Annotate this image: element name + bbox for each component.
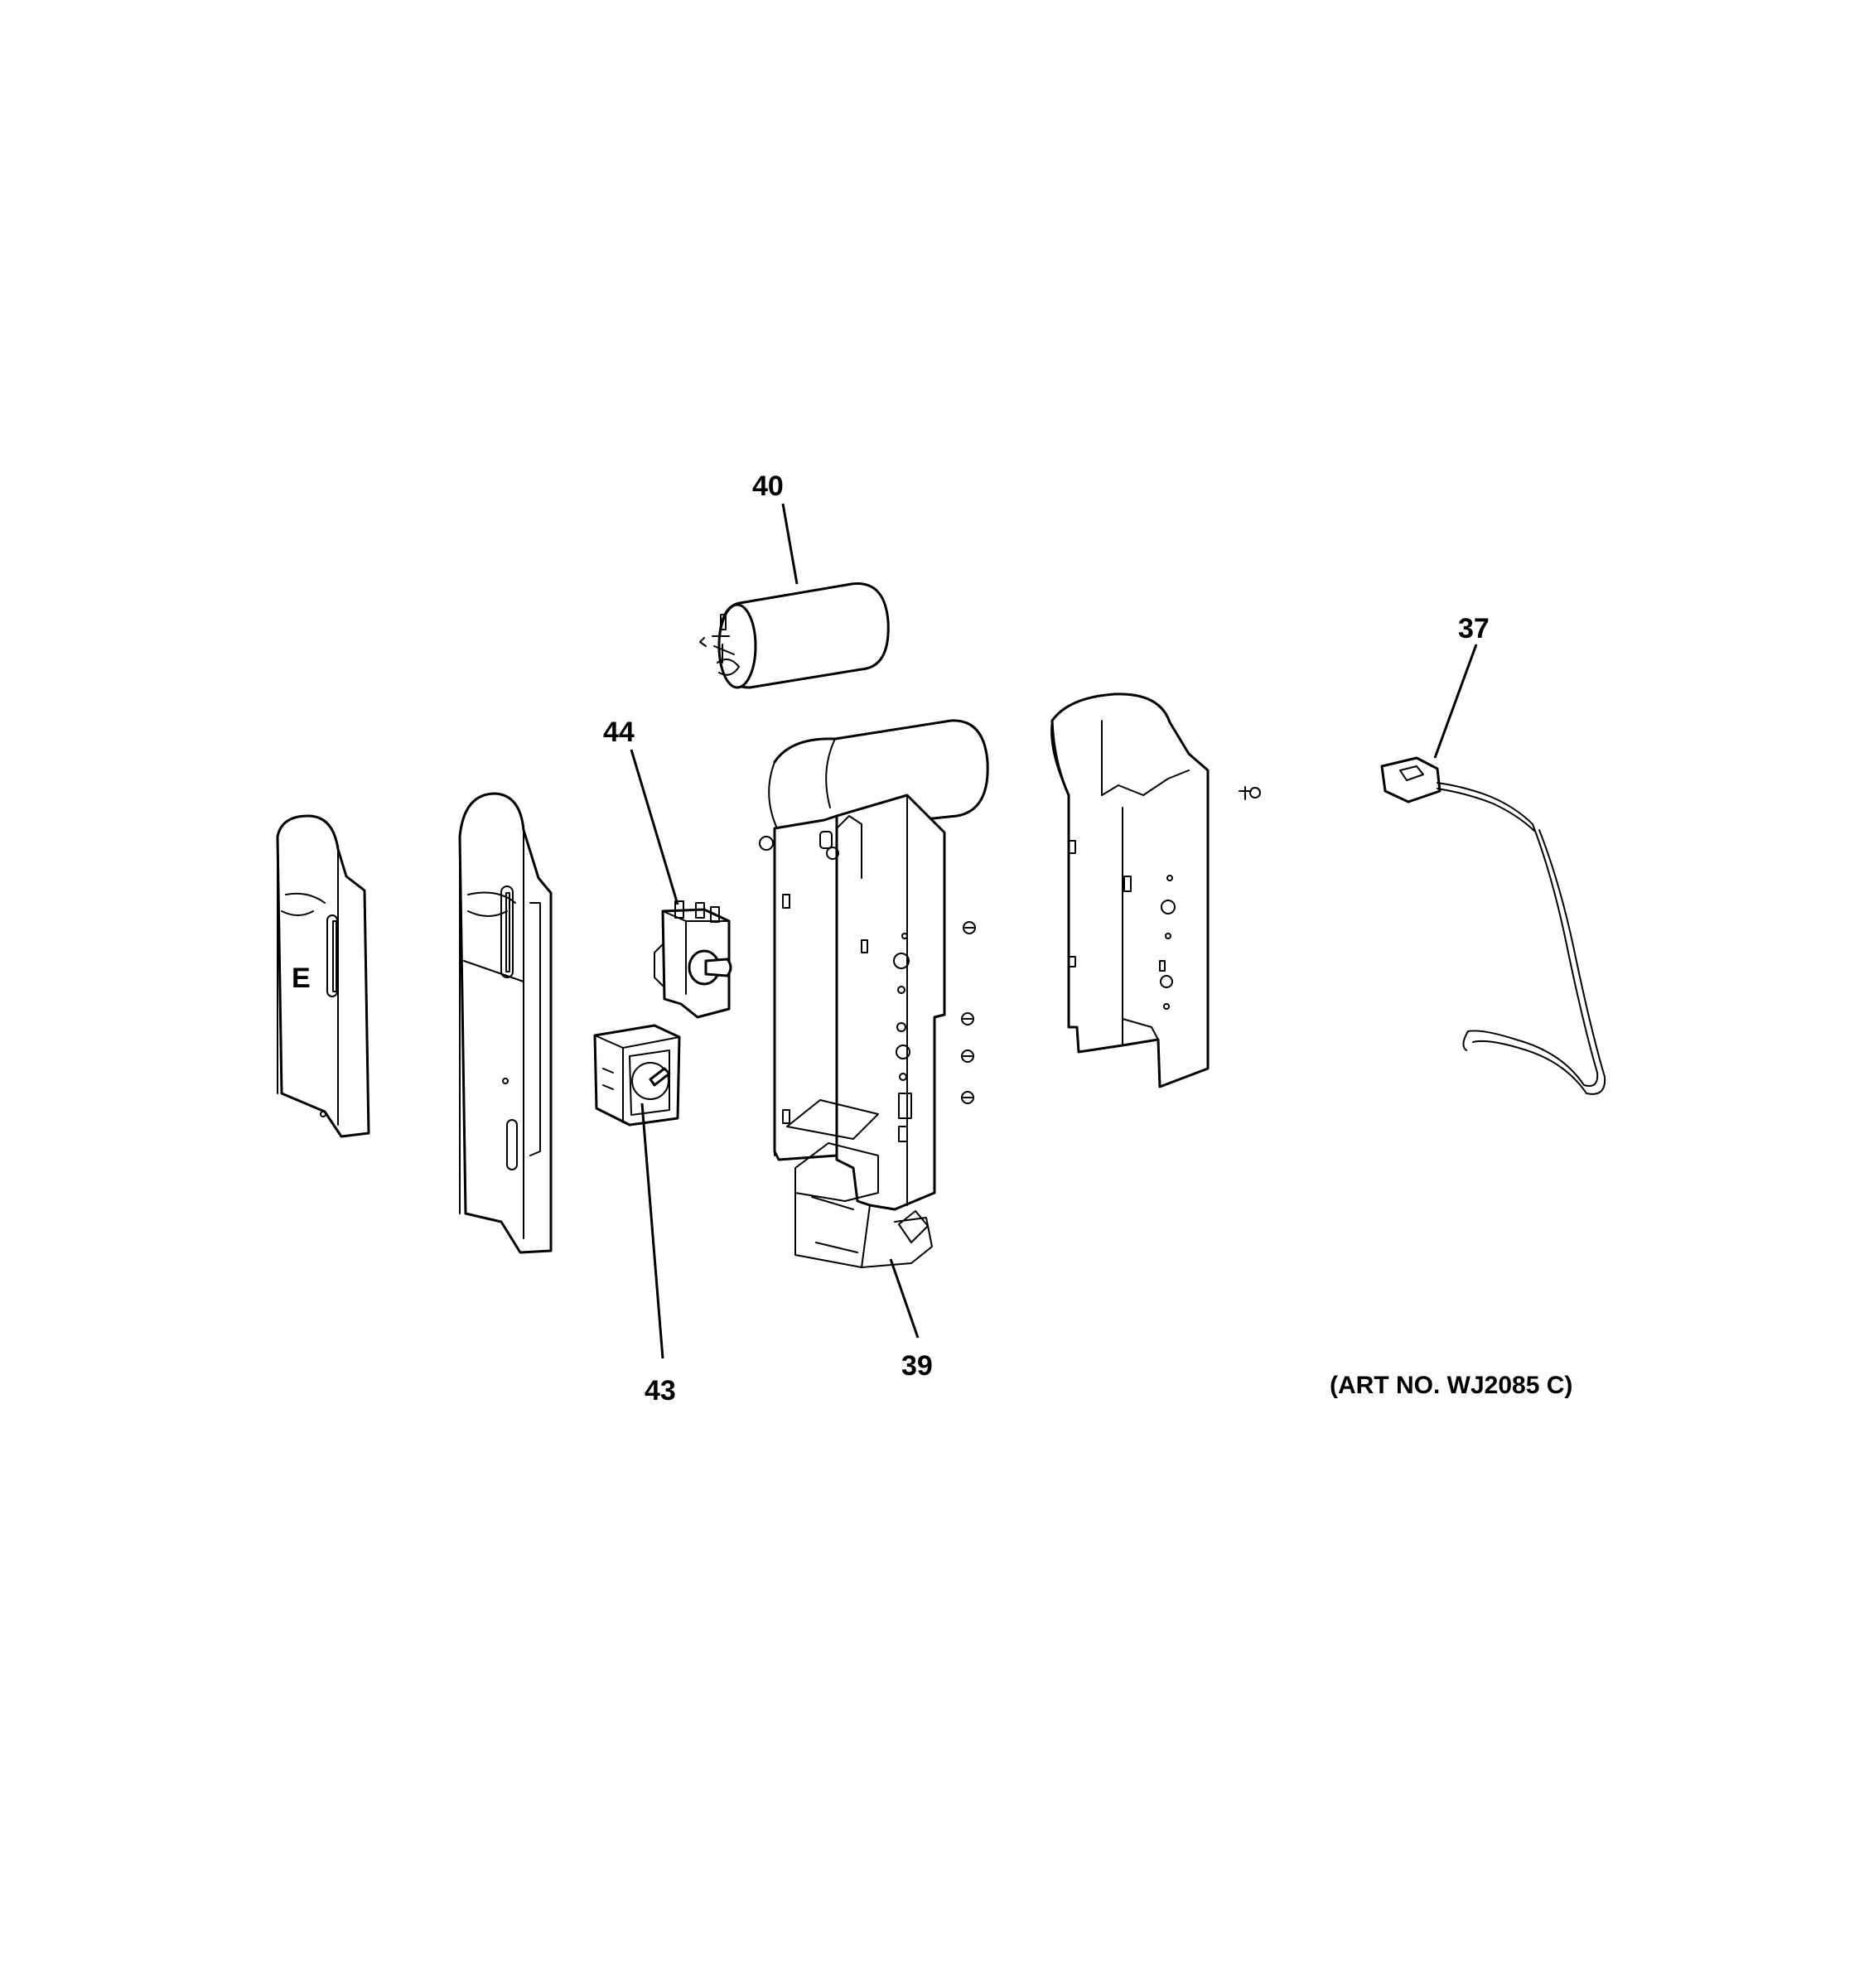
- art-number: (ART NO. WJ2085 C): [1330, 1372, 1572, 1399]
- screw-icon: [961, 1049, 974, 1063]
- callout-39: 39: [901, 1350, 933, 1382]
- screw-icon: [961, 1091, 974, 1104]
- bracket-right[interactable]: [1050, 692, 1261, 1088]
- wire-harness-part-37[interactable]: [1380, 756, 1606, 1095]
- callout-44: 44: [603, 717, 635, 748]
- bracket-assembly-part-39[interactable]: [759, 719, 989, 1268]
- leader-line-40: [781, 503, 799, 585]
- capacitor-part-40[interactable]: [699, 582, 890, 689]
- leader-line-44: [630, 749, 679, 905]
- callout-37: 37: [1458, 613, 1490, 644]
- screw-icon: [1239, 786, 1261, 800]
- leader-line-37: [1433, 644, 1478, 759]
- switch-part-44[interactable]: [654, 900, 732, 1019]
- screw-icon: [963, 921, 976, 934]
- leader-line-43: [640, 1103, 664, 1359]
- screw-icon: [961, 1012, 974, 1025]
- callout-43: 43: [645, 1375, 676, 1407]
- callout-40: 40: [752, 470, 784, 502]
- leader-line-39: [889, 1258, 920, 1339]
- end-panel-middle[interactable]: [458, 792, 553, 1254]
- end-panel-left[interactable]: E: [276, 814, 370, 1138]
- control-part-43[interactable]: [593, 1024, 681, 1127]
- panel-letter: E: [292, 963, 311, 994]
